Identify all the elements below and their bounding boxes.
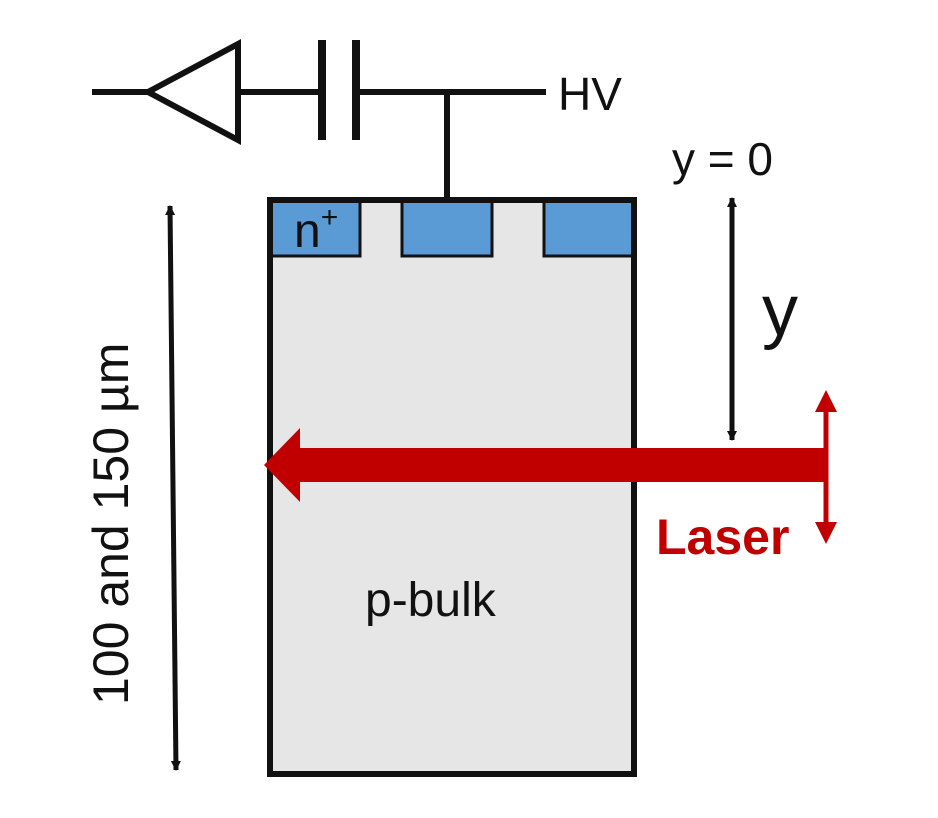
y-label: y xyxy=(762,271,798,351)
sensor: n+ p-bulk xyxy=(267,197,637,777)
laser-beam-shaft xyxy=(296,448,826,482)
laser-beam: Laser xyxy=(264,390,837,565)
laser-scan-arrow-down xyxy=(815,522,837,544)
y-zero-label: y = 0 xyxy=(672,133,773,185)
p-bulk-region xyxy=(267,197,637,777)
thickness-arrow xyxy=(165,205,181,771)
laser-scan-arrow-up xyxy=(815,390,837,412)
laser-beam-arrowhead xyxy=(264,428,300,502)
readout-circuit: HV xyxy=(92,39,622,200)
depth-indicator: y = 0 y xyxy=(672,133,798,441)
p-bulk-label: p-bulk xyxy=(365,574,497,627)
hv-label: HV xyxy=(558,68,622,120)
n-plus-implant-center xyxy=(400,198,494,258)
thickness-label: 100 and 150 µm xyxy=(83,343,139,705)
thickness-dimension: 100 and 150 µm xyxy=(83,205,181,771)
amplifier-icon xyxy=(141,39,241,145)
laser-label: Laser xyxy=(656,509,789,565)
n-plus-implant-right xyxy=(542,198,636,258)
sensor-outline xyxy=(267,197,637,777)
n-plus-label: n+ xyxy=(294,201,338,258)
